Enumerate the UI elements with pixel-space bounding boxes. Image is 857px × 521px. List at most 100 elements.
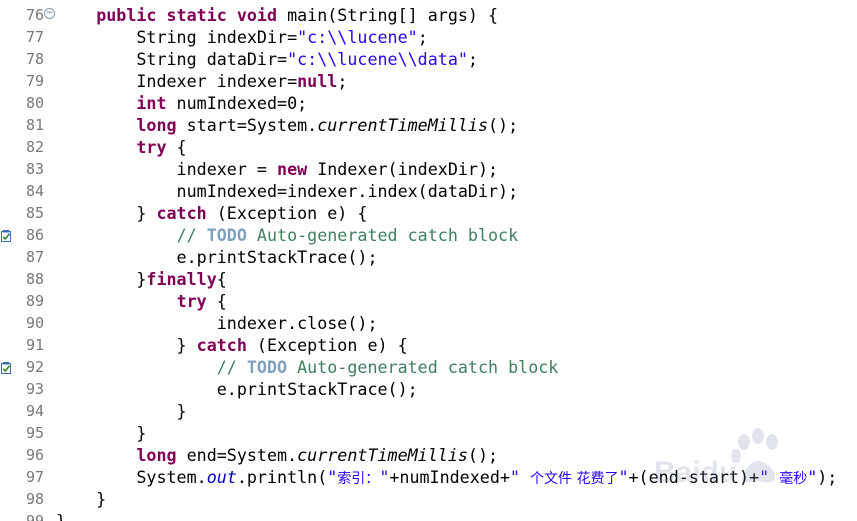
code-text[interactable]: try {	[56, 136, 187, 158]
code-text[interactable]: String dataDir="c:\\lucene\\data";	[56, 48, 478, 70]
code-text[interactable]: numIndexed=indexer.index(dataDir);	[56, 180, 519, 202]
line-number: 90	[25, 314, 44, 332]
code-token: Auto-generated catch block	[287, 357, 559, 377]
code-line[interactable]: 83 indexer = new Indexer(indexDir);	[0, 158, 857, 180]
code-line[interactable]: 87 e.printStackTrace();	[0, 246, 857, 268]
line-number: 97	[25, 468, 44, 486]
code-line[interactable]: 89 try {	[0, 290, 857, 312]
code-token: null	[297, 71, 338, 91]
code-text[interactable]: // TODO Auto-generated catch block	[56, 224, 519, 246]
code-token: currentTimeMillis	[317, 115, 489, 135]
line-number: 95	[25, 424, 44, 442]
code-text[interactable]: try {	[56, 290, 227, 312]
line-number: 84	[25, 182, 44, 200]
code-token: TODO	[206, 225, 247, 245]
code-text[interactable]: Indexer indexer=null;	[56, 70, 347, 92]
code-text[interactable]: public static void main(String[] args) {	[56, 4, 498, 26]
code-line[interactable]: 93 e.printStackTrace();	[0, 378, 857, 400]
code-line[interactable]: 98 }	[0, 488, 857, 510]
code-line[interactable]: 84 numIndexed=indexer.index(dataDir);	[0, 180, 857, 202]
code-line[interactable]: 76− public static void main(String[] arg…	[0, 4, 857, 26]
code-line[interactable]: 85 } catch (Exception e) {	[0, 202, 857, 224]
code-token: end=System.	[176, 445, 298, 465]
code-text[interactable]: long start=System.currentTimeMillis();	[56, 114, 518, 136]
code-token: }	[56, 423, 147, 443]
code-token: "c:\\lucene\\data"	[287, 49, 468, 69]
code-token	[156, 5, 166, 25]
code-token: e.printStackTrace();	[56, 379, 418, 399]
code-token: ();	[488, 115, 519, 135]
line-number: 80	[25, 94, 44, 112]
code-token: }	[56, 511, 67, 521]
code-token: 毫秒	[779, 471, 808, 487]
code-token: ;	[417, 27, 428, 47]
code-line[interactable]: 86 // TODO Auto-generated catch block	[0, 224, 857, 246]
line-number: 83	[25, 160, 44, 178]
code-token	[56, 357, 217, 377]
code-text[interactable]: // TODO Auto-generated catch block	[56, 356, 559, 378]
code-line[interactable]: 82 try {	[0, 136, 857, 158]
code-token: numIndexed=0;	[166, 93, 308, 113]
code-token: (Exception e) {	[206, 203, 368, 223]
code-line[interactable]: 92 // TODO Auto-generated catch block	[0, 356, 857, 378]
code-line[interactable]: 99}	[0, 510, 857, 521]
code-token: long	[136, 445, 177, 465]
code-text[interactable]: long end=System.currentTimeMillis();	[56, 444, 498, 466]
code-token: Indexer(indexDir);	[307, 159, 499, 179]
code-token: ;	[467, 49, 478, 69]
line-number: 86	[25, 226, 44, 244]
code-token	[56, 5, 96, 25]
code-text[interactable]: }	[56, 400, 187, 422]
code-text[interactable]: }finally{	[56, 268, 226, 290]
code-token: finally	[146, 269, 217, 289]
code-line[interactable]: 78 String dataDir="c:\\lucene\\data";	[0, 48, 857, 70]
line-number: 87	[25, 248, 44, 266]
code-text[interactable]: }	[56, 488, 106, 510]
code-text[interactable]: e.printStackTrace();	[56, 378, 418, 400]
code-text[interactable]: } catch (Exception e) {	[56, 202, 367, 224]
code-token: "	[618, 467, 629, 487]
code-token: String dataDir=	[56, 49, 288, 69]
code-line[interactable]: 95 }	[0, 422, 857, 444]
code-token: indexer.close();	[56, 313, 378, 333]
code-text[interactable]: System.out.println("索引："+numIndexed+" 个文…	[56, 466, 837, 490]
task-checkbox-icon[interactable]	[1, 361, 12, 374]
code-line[interactable]: 80 int numIndexed=0;	[0, 92, 857, 114]
code-token: TODO	[246, 357, 288, 377]
code-line[interactable]: 81 long start=System.currentTimeMillis()…	[0, 114, 857, 136]
code-token: String indexDir=	[56, 27, 298, 47]
line-number: 78	[25, 50, 44, 68]
code-line[interactable]: 79 Indexer indexer=null;	[0, 70, 857, 92]
code-token: numIndexed=indexer.index(dataDir);	[56, 181, 519, 201]
task-checkbox-icon[interactable]	[1, 229, 12, 242]
collapse-circle-icon[interactable]: −	[44, 8, 55, 19]
code-line[interactable]: 88 }finally{	[0, 268, 857, 290]
code-text[interactable]: }	[56, 422, 146, 444]
code-token: "	[379, 467, 390, 487]
code-text[interactable]: e.printStackTrace();	[56, 246, 378, 268]
code-token: 个文件 花费了	[530, 471, 619, 487]
code-text[interactable]: } catch (Exception e) {	[56, 334, 408, 356]
code-line[interactable]: 94 }	[0, 400, 857, 422]
code-token: int	[136, 93, 167, 113]
line-number: 85	[25, 204, 44, 222]
code-text[interactable]: String indexDir="c:\\lucene";	[56, 26, 428, 48]
code-text[interactable]: indexer.close();	[56, 312, 378, 334]
code-line[interactable]: 97 System.out.println("索引："+numIndexed+"…	[0, 466, 857, 488]
code-line[interactable]: 77 String indexDir="c:\\lucene";	[0, 26, 857, 48]
code-token: }	[56, 489, 107, 509]
code-token: }	[56, 335, 197, 355]
code-line[interactable]: 90 indexer.close();	[0, 312, 857, 334]
code-token: catch	[196, 335, 247, 355]
code-line[interactable]: 96 long end=System.currentTimeMillis();	[0, 444, 857, 466]
line-number: 93	[25, 380, 44, 398]
code-text[interactable]: indexer = new Indexer(indexDir);	[56, 158, 499, 180]
code-token: Indexer indexer=	[56, 71, 298, 91]
code-text[interactable]: }	[56, 510, 66, 521]
code-token: {	[206, 291, 227, 311]
code-line[interactable]: 91 } catch (Exception e) {	[0, 334, 857, 356]
code-text[interactable]: int numIndexed=0;	[56, 92, 307, 114]
line-number: 77	[25, 28, 44, 46]
code-token: {	[166, 137, 187, 157]
